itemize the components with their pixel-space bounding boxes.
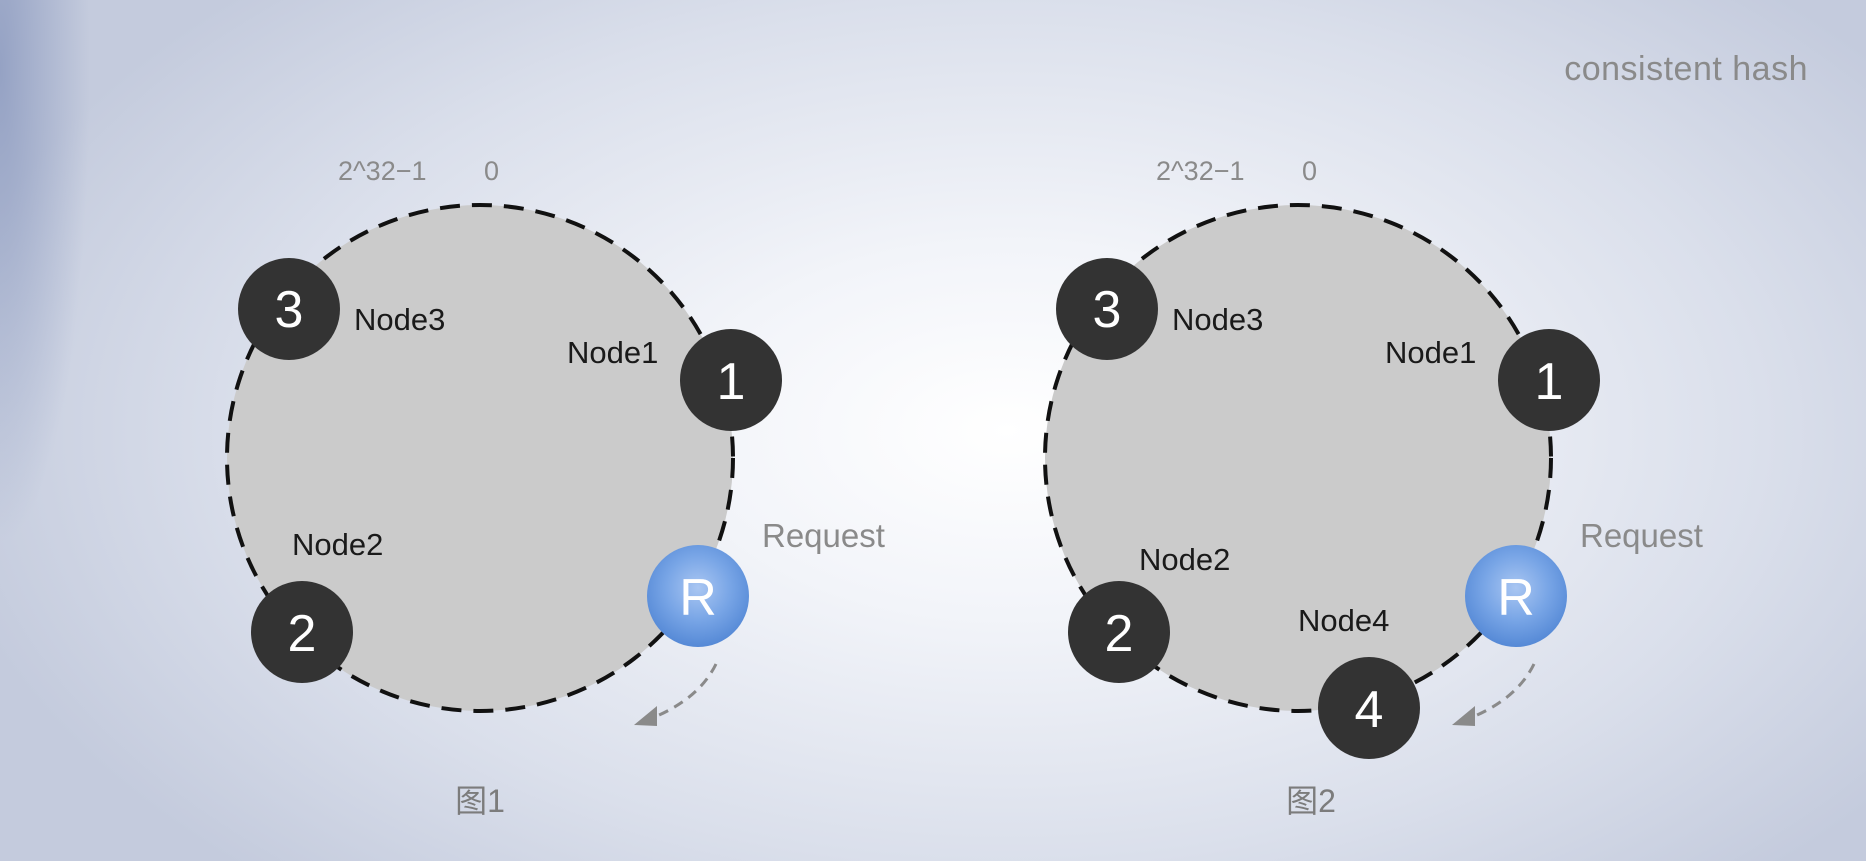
request-diagram-1: R Request (634, 517, 885, 726)
request-direction-arrow (656, 663, 718, 718)
request-arrow-head (634, 706, 657, 726)
hash-ring-2 (1043, 203, 1553, 713)
range-zero-label-2: 0 (1302, 156, 1317, 186)
node-1-marker (1498, 329, 1600, 431)
hash-ring-1 (225, 203, 735, 713)
node-4-number: 4 (1355, 681, 1384, 739)
request-badge: R (679, 569, 717, 627)
node-3-label: Node3 (354, 302, 445, 337)
node-2-label: Node2 (1139, 542, 1230, 577)
node-3-marker (1056, 258, 1158, 360)
range-zero-label-1: 0 (484, 156, 499, 186)
request-badge: R (1497, 569, 1535, 627)
request-label: Request (762, 517, 885, 554)
hash-ring-diagram-1: 2^32−1 0 3 Node3 1 Node1 2 Node2 R Reque… (225, 156, 885, 819)
node-1-diagram-2: 1 Node1 (1385, 329, 1600, 431)
node-3-marker (238, 258, 340, 360)
node-4-diagram-2: 4 Node4 (1298, 603, 1420, 759)
node-1-diagram-1: 1 Node1 (567, 329, 782, 431)
node-4-label: Node4 (1298, 603, 1389, 638)
figure-caption-1: 图1 (455, 783, 505, 819)
node-3-number: 3 (275, 281, 304, 339)
node-1-label: Node1 (567, 335, 658, 370)
node-4-marker (1318, 657, 1420, 759)
node-3-label: Node3 (1172, 302, 1263, 337)
figure-caption-2: 图2 (1286, 783, 1336, 819)
page-title: consistent hash (1564, 50, 1808, 88)
node-2-number: 2 (288, 605, 317, 663)
request-label: Request (1580, 517, 1703, 554)
node-1-label: Node1 (1385, 335, 1476, 370)
node-1-marker (680, 329, 782, 431)
node-1-number: 1 (717, 353, 746, 411)
node-3-number: 3 (1093, 281, 1122, 339)
range-max-label-2: 2^32−1 (1156, 156, 1245, 186)
node-2-marker (1068, 581, 1170, 683)
request-marker (647, 545, 749, 647)
node-2-label: Node2 (292, 527, 383, 562)
hash-ring-diagram-2: 2^32−1 0 3 Node3 1 Node1 2 Node2 4 Node4 (1043, 156, 1703, 819)
request-direction-arrow (1474, 663, 1536, 718)
request-arrow-head (1452, 706, 1475, 726)
request-marker (1465, 545, 1567, 647)
node-2-marker (251, 581, 353, 683)
node-3-diagram-2: 3 Node3 (1056, 258, 1263, 360)
node-1-number: 1 (1535, 353, 1564, 411)
range-max-label-1: 2^32−1 (338, 156, 427, 186)
node-2-diagram-2: 2 Node2 (1068, 542, 1230, 683)
request-diagram-2: R Request (1452, 517, 1703, 726)
node-2-number: 2 (1105, 605, 1134, 663)
node-2-diagram-1: 2 Node2 (251, 527, 383, 683)
node-3-diagram-1: 3 Node3 (238, 258, 445, 360)
